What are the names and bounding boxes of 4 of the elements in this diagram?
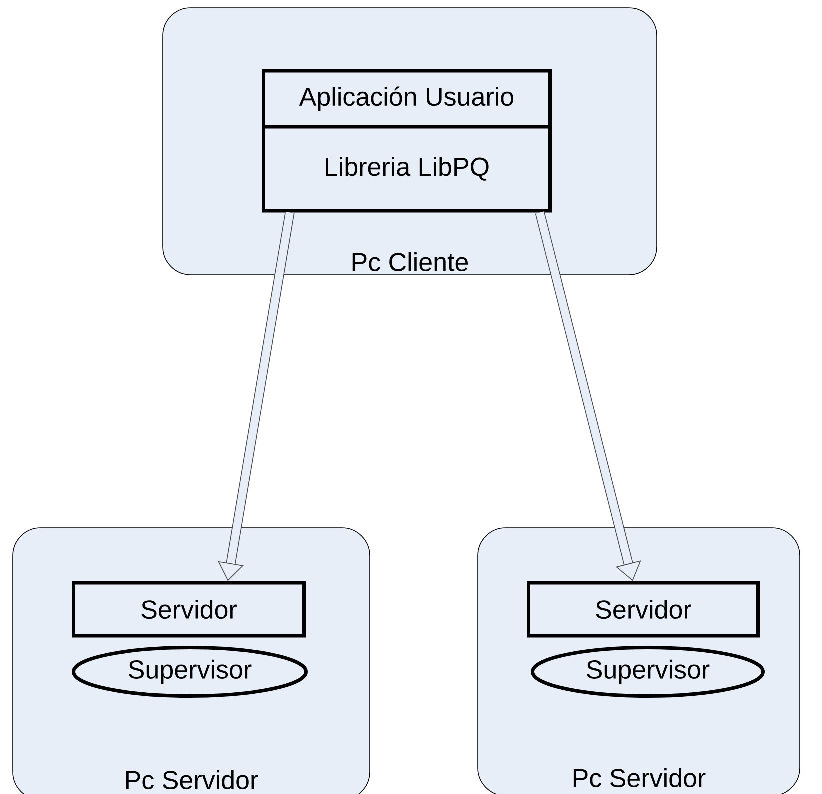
process-box: Servidor: [527, 581, 760, 638]
process-box: Libreria LibPQ: [262, 125, 552, 213]
process-box: Aplicación Usuario: [262, 69, 552, 129]
process-box: Servidor: [72, 581, 306, 638]
